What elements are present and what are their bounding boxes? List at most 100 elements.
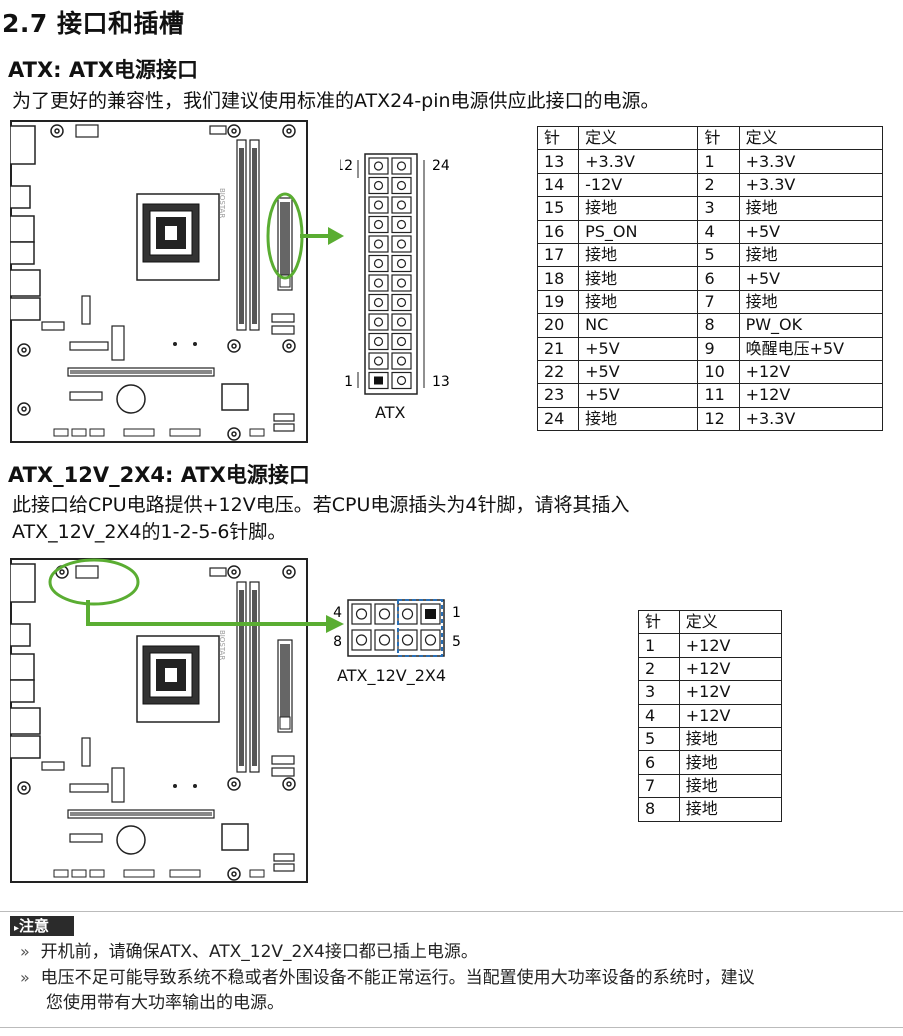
connector-pin-contact bbox=[373, 356, 384, 366]
arrow-icon bbox=[300, 227, 344, 245]
atx12v-connector-label: ATX_12V_2X4 bbox=[337, 666, 447, 685]
atx-table-cell: 16 bbox=[536, 219, 580, 244]
atx-pin-top-right: 24 bbox=[432, 158, 450, 174]
atx12v-table-cell: 8 bbox=[638, 797, 680, 822]
atx12v-table-cell: +12V bbox=[678, 680, 783, 705]
atx12v-pin-bottom-right: 5 bbox=[452, 634, 461, 650]
atx-table-cell: +3.3V bbox=[578, 149, 699, 174]
connector-pin-contact bbox=[396, 219, 407, 230]
connector-pin-contact bbox=[396, 278, 407, 288]
atx-table-cell: +5V bbox=[738, 219, 884, 244]
atx-table-cell: 11 bbox=[697, 383, 740, 408]
connector-pin-contact bbox=[401, 608, 414, 620]
atx12v-table-cell: 5 bbox=[638, 726, 680, 752]
atx-description: 为了更好的兼容性，我们建议使用标准的ATX24-pin电源供应此接口的电源。 bbox=[12, 90, 660, 112]
atx-table-cell: 10 bbox=[697, 359, 740, 385]
atx-table-cell: 接地 bbox=[738, 242, 884, 268]
connector-pin bbox=[397, 603, 418, 625]
atx12v-table-cell: 7 bbox=[638, 773, 680, 799]
connector-pin-contact bbox=[378, 608, 391, 620]
connector-pin-contact bbox=[396, 356, 407, 366]
atx-table-cell: 22 bbox=[536, 359, 580, 385]
atx-table-cell: 20 bbox=[536, 313, 580, 338]
note-label: ▸注意 bbox=[10, 916, 74, 936]
atx-table-cell: +5V bbox=[578, 383, 699, 408]
connector-pin bbox=[368, 235, 389, 253]
motherboard-diagram-atx12v: BIOSTAR bbox=[10, 558, 308, 883]
connector-pin bbox=[368, 254, 389, 273]
atx12v-description-line2: ATX_12V_2X4的1-2-5-6针脚。 bbox=[12, 521, 287, 543]
atx12v-description-line1: 此接口给CPU电路提供+12V电压。若CPU电源插头为4针脚，请将其插入 bbox=[12, 494, 630, 516]
connector-pin bbox=[391, 196, 412, 214]
connector-pin-contact bbox=[396, 180, 407, 191]
connector-pin bbox=[368, 157, 389, 175]
connector-pin bbox=[368, 332, 389, 351]
atx12v-table-header-row: 针定义 bbox=[638, 609, 783, 635]
atx12v-pin-bottom-left: 8 bbox=[333, 634, 342, 650]
atx-table-cell: 14 bbox=[536, 172, 580, 198]
atx-table-cell: 24 bbox=[536, 406, 580, 432]
atx-table-cell: 3 bbox=[697, 196, 740, 221]
connector-pin bbox=[391, 157, 412, 175]
svg-text:BIOSTAR: BIOSTAR bbox=[218, 630, 226, 660]
atx-table-header-cell: 针 bbox=[697, 125, 740, 151]
connector-pin-contact bbox=[373, 317, 384, 327]
atx-table-cell: 9 bbox=[697, 336, 740, 361]
atx-table-cell: +3.3V bbox=[738, 406, 884, 432]
connector-pin-contact bbox=[396, 239, 407, 249]
connector-pin bbox=[420, 629, 441, 651]
atx-connector-label: ATX bbox=[375, 403, 406, 422]
atx-table-cell: 接地 bbox=[738, 289, 884, 315]
note-divider-bottom bbox=[0, 1027, 903, 1028]
connector-pin-contact bbox=[355, 608, 368, 620]
connector-pin bbox=[391, 274, 412, 292]
atx-table-cell: 接地 bbox=[738, 196, 884, 221]
atx-table-cell: 8 bbox=[697, 313, 740, 338]
atx-table-cell: 12 bbox=[697, 406, 740, 432]
atx-table-cell: 2 bbox=[697, 172, 740, 198]
atx12v-table-header-cell: 针 bbox=[638, 609, 680, 635]
connector-pin-contact bbox=[396, 297, 407, 308]
atx12v-table-row: 2+12V bbox=[638, 656, 783, 682]
connector-pin bbox=[368, 293, 389, 312]
atx12v-table-cell: +12V bbox=[678, 633, 783, 658]
connector-pin-contact bbox=[373, 180, 384, 191]
connector-pin bbox=[391, 215, 412, 234]
atx-table-cell: 23 bbox=[536, 383, 580, 408]
connector-pin-contact bbox=[424, 634, 437, 646]
atx-table-cell: PS_ON bbox=[578, 219, 699, 244]
connector-pin bbox=[368, 196, 389, 214]
atx12v-table-cell: 3 bbox=[638, 680, 680, 705]
connector-pin-contact bbox=[396, 161, 407, 171]
connector-pin bbox=[391, 293, 412, 312]
connector-pin bbox=[351, 603, 372, 625]
connector-pin bbox=[368, 215, 389, 234]
connector-pin bbox=[374, 629, 395, 651]
atx-table-cell: 接地 bbox=[578, 406, 699, 432]
connector-pin bbox=[368, 274, 389, 292]
connector-pin-contact bbox=[373, 258, 384, 269]
atx-table-cell: 5 bbox=[697, 242, 740, 268]
atx-table-cell: 6 bbox=[697, 266, 740, 291]
connector-pin-contact bbox=[396, 200, 407, 210]
atx-table-cell: 接地 bbox=[578, 242, 699, 268]
note-divider-top bbox=[0, 911, 903, 912]
atx-table-header-cell: 针 bbox=[536, 125, 580, 151]
atx-pin-bottom-left: 1 bbox=[344, 374, 353, 390]
connector-pin bbox=[351, 629, 372, 651]
atx-table-header-cell: 定义 bbox=[578, 125, 699, 151]
note-item-1: » 开机前，请确保ATX、ATX_12V_2X4接口都已插上电源。 bbox=[20, 942, 478, 962]
atx12v-table-row: 1+12V bbox=[638, 633, 783, 658]
connector-pin bbox=[368, 352, 389, 370]
